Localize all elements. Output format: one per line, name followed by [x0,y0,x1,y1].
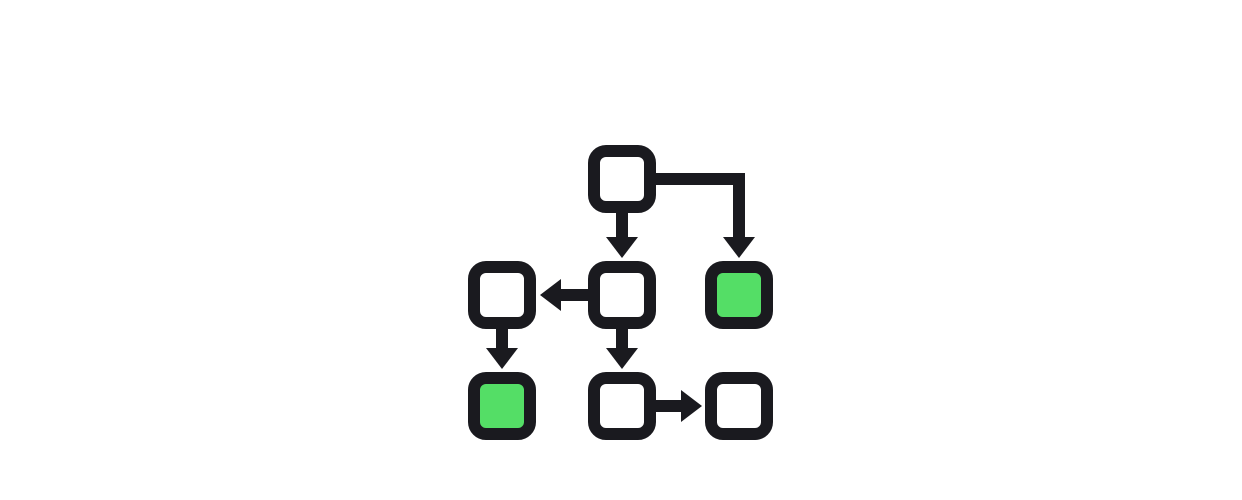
flow-edge-top-to-mid-right [650,173,755,258]
flow-edge-mid-left-to-bottom-left [486,324,518,369]
flow-edge-top-to-mid-center [606,208,638,258]
flow-edge-arrowhead [540,279,561,311]
flow-edge-mid-center-to-bottom-center [606,324,638,369]
flow-node-mid-left [468,261,536,329]
flow-edge-bottom-center-to-bottom-right [651,390,702,422]
flow-edge-arrowhead [681,390,702,422]
flow-edge-arrowhead [486,348,518,369]
flow-edge-arrowhead [606,237,638,258]
flow-node-bottom-center [588,372,656,440]
flow-edge-arrowhead [723,237,755,258]
flow-edge-mid-center-to-mid-left [540,279,592,311]
flow-edge-line [650,173,745,237]
flow-node-bottom-left [468,372,536,440]
flow-edge-arrowhead [606,348,638,369]
flow-node-mid-right [705,261,773,329]
flow-node-bottom-right [705,372,773,440]
flow-node-mid-center [588,261,656,329]
flow-node-top [588,145,656,213]
